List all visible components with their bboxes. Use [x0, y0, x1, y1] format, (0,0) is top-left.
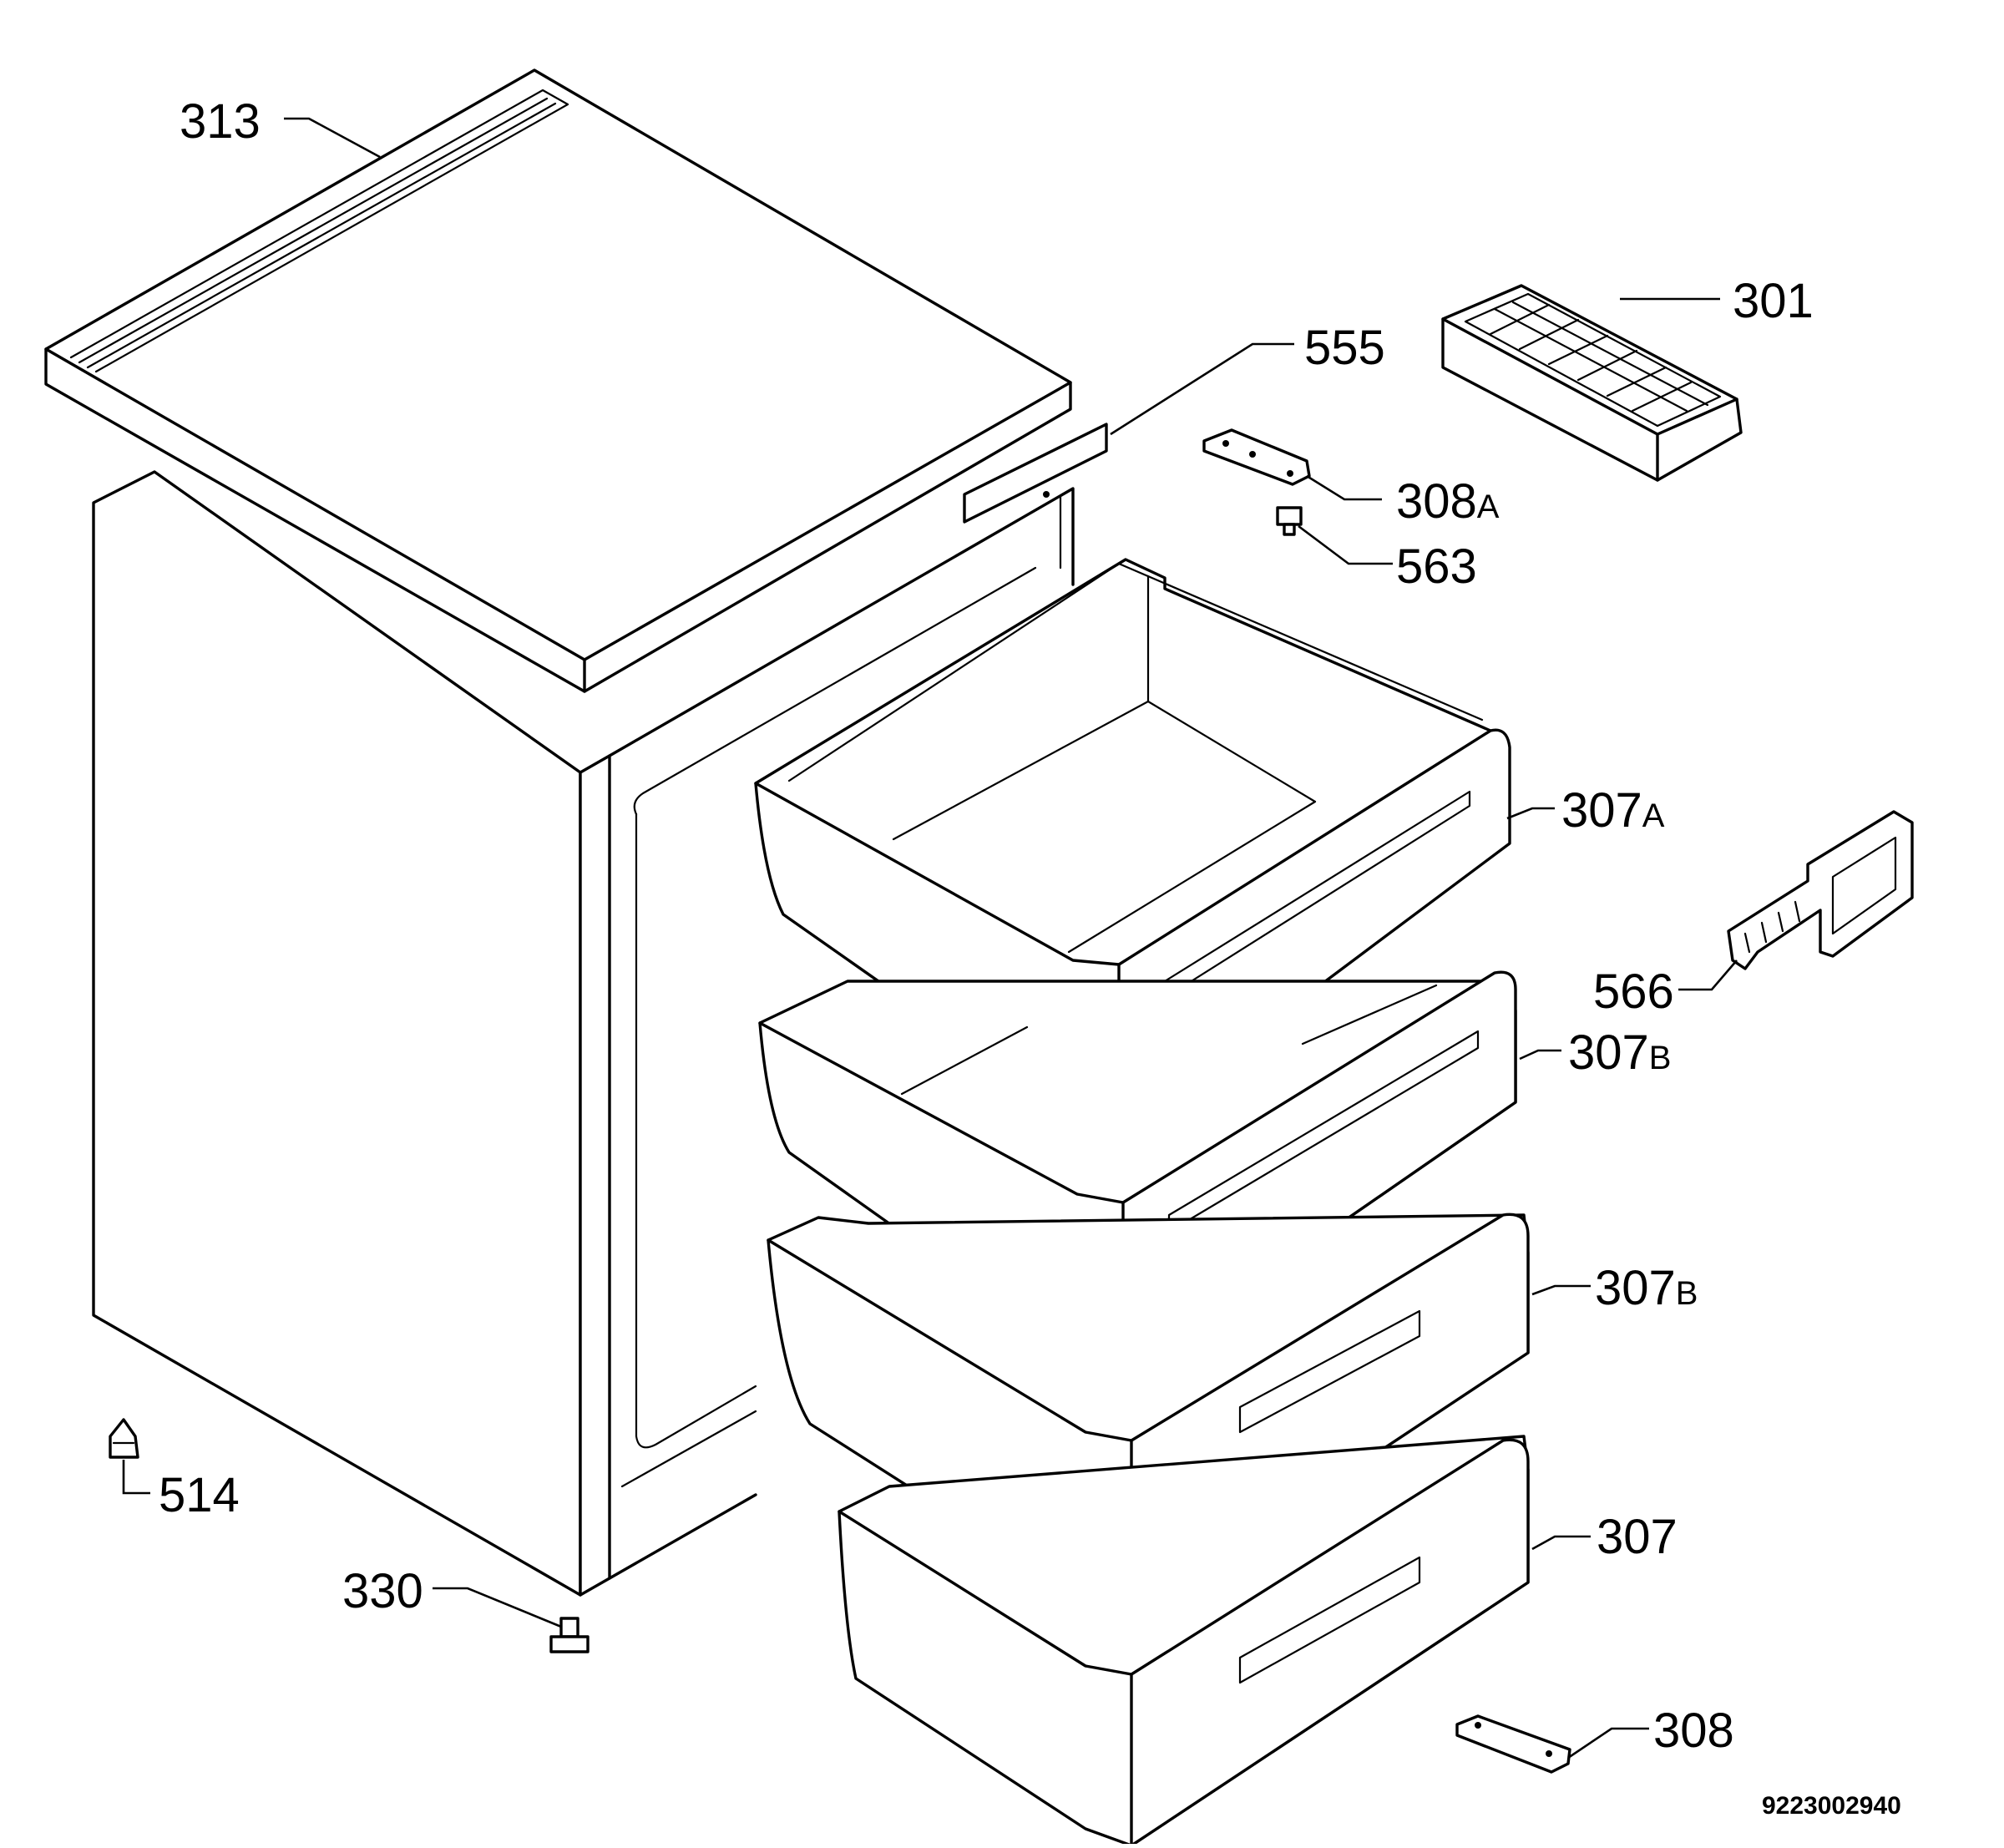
callout-308A-number: 308 [1396, 474, 1477, 529]
callout-307B-lower-suffix: B [1676, 1275, 1698, 1312]
callout-313: 313 [180, 94, 261, 149]
leader-lines [122, 117, 1738, 1759]
part-330-adjustable-foot [549, 1617, 590, 1653]
callout-307A-number: 307 [1561, 783, 1642, 838]
callout-308: 308 [1653, 1704, 1734, 1758]
drawing-number: 9223002940 [1762, 1792, 1901, 1820]
callout-514: 514 [159, 1468, 240, 1522]
callout-307A-suffix: A [1642, 797, 1665, 834]
part-563-screw [1276, 506, 1303, 536]
callout-566: 566 [1593, 965, 1674, 1019]
part-555-strip [963, 423, 1108, 524]
callout-563: 563 [1396, 539, 1477, 594]
callout-307B-upper-suffix: B [1649, 1040, 1672, 1076]
top-cover-313 [44, 68, 1072, 693]
drawer-307 [838, 1435, 1530, 1847]
callout-301: 301 [1733, 274, 1814, 328]
callout-307B-lower: 307B [1595, 1261, 1698, 1315]
callout-307B-upper-number: 307 [1568, 1025, 1649, 1080]
callout-307B-upper: 307B [1568, 1025, 1671, 1080]
callout-307: 307 [1597, 1510, 1678, 1564]
part-301-ice-tray [1441, 284, 1743, 482]
part-308-hinge [1455, 1714, 1571, 1774]
part-514-foot [109, 1418, 139, 1459]
freezer-cabinet [92, 470, 1075, 1597]
part-566-scraper [1727, 810, 1914, 970]
callout-308A-suffix: A [1477, 489, 1500, 525]
part-308A-hinge [1202, 428, 1311, 486]
callout-307B-lower-number: 307 [1595, 1261, 1676, 1315]
callout-308A: 308A [1396, 474, 1500, 529]
callout-307A: 307A [1561, 783, 1665, 838]
callout-330: 330 [342, 1564, 423, 1618]
callout-555: 555 [1304, 321, 1385, 375]
